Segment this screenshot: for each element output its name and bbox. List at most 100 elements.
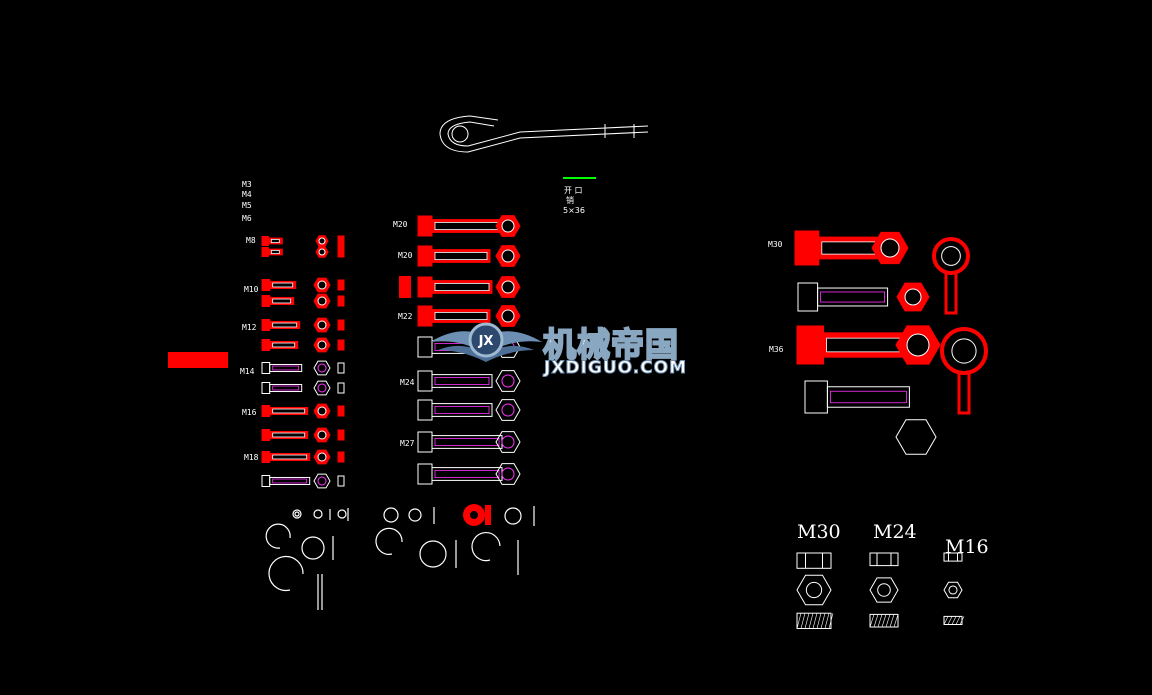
bolt-shank — [817, 287, 889, 307]
washer-side — [337, 319, 345, 331]
washer-side — [337, 429, 345, 441]
bolt-thread — [272, 408, 306, 414]
nut-side-view — [796, 552, 832, 569]
eye-bolt-ring — [940, 327, 988, 375]
hatch-line — [800, 613, 806, 629]
nut-side-view — [869, 552, 899, 567]
size-label-m16: M16 — [242, 408, 257, 417]
bolt-thread — [272, 282, 294, 288]
bolt-thread — [434, 437, 500, 446]
hatch-line — [885, 614, 891, 628]
bolt-head — [261, 295, 271, 307]
size-label-m36: M36 — [769, 345, 784, 354]
nut-hole — [904, 288, 922, 306]
bolt-thread — [272, 342, 296, 348]
bolt-head — [261, 405, 271, 417]
washer-side — [337, 246, 345, 258]
nut-views — [796, 552, 965, 630]
hatch-line — [893, 614, 899, 628]
nut-hole — [317, 363, 327, 373]
nut-top-view — [869, 577, 899, 603]
washer-side — [337, 279, 345, 291]
hatch-line — [869, 614, 875, 628]
bolt-head — [261, 247, 269, 257]
hatch-line — [959, 616, 965, 625]
bolt-thread — [270, 238, 280, 244]
bolt-head — [261, 451, 271, 463]
hatch-line — [812, 613, 818, 629]
bolt-shank — [826, 386, 910, 408]
nut-hole — [501, 280, 515, 294]
nut-hex — [313, 473, 331, 489]
bolt-thread — [434, 282, 490, 291]
bolt-head — [261, 339, 271, 351]
bolt-thread — [830, 390, 907, 404]
red-washer — [463, 504, 491, 526]
washer-side — [337, 475, 345, 487]
size-label-m12: M12 — [242, 323, 257, 332]
nut-hole — [317, 430, 327, 440]
bolt-shank — [269, 363, 303, 373]
nut-hex — [495, 399, 521, 421]
nut-hole — [501, 467, 515, 481]
bolt-thread — [434, 469, 500, 478]
nut-hex — [495, 463, 521, 485]
hatch-line — [943, 616, 949, 625]
eye-bolt-shank — [957, 371, 971, 415]
nut-hole — [318, 248, 326, 256]
eye-bolt-hole — [951, 338, 977, 364]
bolt-head — [261, 319, 271, 331]
bolt-head — [417, 215, 433, 237]
cotter-pin-drawing — [439, 115, 649, 153]
size-label-m8: M8 — [246, 236, 256, 245]
washer-side — [337, 405, 345, 417]
bolt-head — [797, 282, 819, 312]
washer-side — [337, 339, 345, 351]
bolt-head — [794, 230, 820, 266]
nut-hole — [906, 333, 930, 357]
bolt-thread — [820, 291, 885, 303]
nut-hole — [317, 340, 327, 350]
watermark-en: JXDIGUO.COM — [543, 358, 688, 379]
bolt-thread — [272, 478, 308, 484]
pin-note-line1: 开 口 — [564, 186, 583, 195]
nut-hole — [501, 219, 515, 233]
nut-hole — [317, 476, 327, 486]
hatch-line — [951, 616, 957, 625]
nut-hole — [501, 374, 515, 388]
size-label-m22: M22 — [398, 312, 413, 321]
bolt-head — [261, 236, 269, 246]
hatch-line — [955, 616, 961, 625]
bolt-head — [796, 325, 825, 365]
size-label-m6: M6 — [242, 214, 252, 223]
title-m24: M24 — [873, 521, 917, 543]
nut-side-view — [943, 552, 963, 562]
hatch-line — [820, 613, 826, 629]
size-label-m10: M10 — [244, 285, 259, 294]
hatch-line — [824, 613, 830, 629]
bolt-head — [417, 245, 433, 267]
red-block — [168, 352, 228, 368]
bolt-shank — [269, 383, 303, 393]
hatch-line — [816, 613, 822, 629]
nut-hex — [495, 370, 521, 392]
nut-hex — [895, 419, 937, 455]
washer-side — [337, 382, 345, 394]
left-bolt-column — [261, 235, 345, 489]
nut-hole — [317, 452, 327, 462]
hatch-line — [877, 614, 883, 628]
nut-hex — [495, 431, 521, 453]
size-label-m5: M5 — [242, 201, 252, 210]
nut-top-view — [796, 574, 832, 606]
right-bolt-column — [794, 230, 988, 455]
bolt-head — [804, 380, 828, 414]
nut-bore — [948, 585, 958, 595]
washer-side — [337, 295, 345, 307]
hatch-line — [947, 616, 953, 625]
washer-row — [265, 506, 535, 610]
size-label-m3: M3 — [242, 180, 252, 189]
nut-hole — [317, 406, 327, 416]
nut-hole — [318, 237, 326, 245]
eye-bolt-shank — [944, 271, 958, 315]
